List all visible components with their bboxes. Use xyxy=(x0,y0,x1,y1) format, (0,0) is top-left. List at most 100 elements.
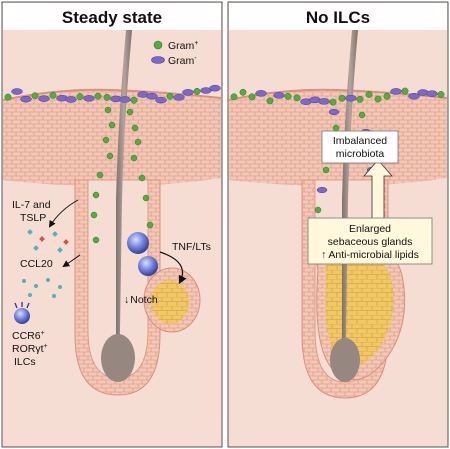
gram-pos-bacterium xyxy=(193,87,201,95)
gram-pos-bacterium xyxy=(322,166,330,174)
gram-neg-bacterium xyxy=(146,92,158,100)
gram-neg-bacterium xyxy=(182,89,194,96)
gram-neg-bacterium xyxy=(426,90,438,97)
gram-neg-bacterium xyxy=(345,94,357,102)
label-sebaceous: sebaceous glands xyxy=(328,236,413,248)
gram-pos-bacterium xyxy=(356,95,364,103)
label-tslp: TSLP xyxy=(20,212,46,224)
gram-pos-bacterium xyxy=(102,136,110,144)
gram-pos-bacterium xyxy=(106,152,114,160)
gram-pos-bacterium xyxy=(126,108,134,116)
label-ccl20: CCL20 xyxy=(20,258,53,270)
panel-right-title: No ILCs xyxy=(306,8,370,27)
gram-pos-bacterium xyxy=(131,124,139,132)
epidermis-left xyxy=(3,89,221,186)
gram-neg-bacterium xyxy=(408,92,420,100)
ilc-follicle-2 xyxy=(138,256,158,276)
gram-neg-bacterium xyxy=(173,94,185,101)
gram-neg-bacterium xyxy=(11,88,23,95)
gram-pos-bacterium xyxy=(314,206,322,214)
gram-neg-bacterium xyxy=(20,95,32,103)
gram-neg-bacterium xyxy=(209,84,221,92)
ilc-follicle-1 xyxy=(127,232,149,254)
gram-pos-bacterium xyxy=(239,88,247,96)
bacteria-left xyxy=(4,84,221,244)
gram-pos-bacterium xyxy=(293,94,301,102)
gram-pos-bacterium xyxy=(138,174,146,182)
legend: Gram+ Gram- xyxy=(151,40,198,67)
gram-pos-bacterium xyxy=(90,211,98,219)
gram-pos-bacterium xyxy=(284,92,292,100)
gram-pos-bacterium xyxy=(383,92,391,100)
ilc-receptor-left xyxy=(14,302,30,309)
gram-pos-bacterium xyxy=(92,191,100,199)
panel-left-header xyxy=(3,3,221,30)
gram-pos-bacterium xyxy=(31,92,39,100)
label-rorgt: RORγt+ xyxy=(12,343,48,355)
gram-neg-bacterium xyxy=(318,98,330,105)
gram-pos-bacterium xyxy=(248,93,256,101)
label-imbalanced: Imbalanced xyxy=(333,135,387,147)
gram-neg-bacterium xyxy=(328,108,340,116)
gram-pos-bacterium xyxy=(92,236,100,244)
label-notch: ↓Notch xyxy=(124,294,158,306)
gram-pos-bacterium xyxy=(437,91,445,98)
label-enlarged: Enlarged xyxy=(349,223,391,235)
arrow-ccl20 xyxy=(62,254,81,268)
arrow-up xyxy=(363,159,393,223)
legend-gram-pos: Gram+ xyxy=(168,40,198,52)
gram-neg-bacterium xyxy=(255,90,267,97)
gram-pos-bacterium xyxy=(338,94,346,102)
panel-left: Steady state Gram+ Gram- IL-7 and TSLP xyxy=(1,1,223,448)
gram-neg-bacterium xyxy=(155,96,167,104)
gram-pos-bacterium xyxy=(401,87,409,95)
gram-pos-bacterium xyxy=(166,92,174,100)
gram-neg-bacterium xyxy=(316,186,328,194)
gram-pos-bacterium xyxy=(94,92,102,100)
gram-neg-bacterium xyxy=(83,95,95,102)
gram-neg-bacterium xyxy=(119,96,131,103)
panel-right-header xyxy=(229,3,447,30)
panel-right: No ILCs Imbalanced microbiota Enlarged s… xyxy=(227,1,449,448)
gram-neg-bacterium xyxy=(273,92,285,99)
gram-pos-bacterium xyxy=(49,91,57,99)
gram-pos-bacterium xyxy=(266,97,274,105)
label-tnf: TNF/LTs xyxy=(172,241,211,253)
arrow-il7 xyxy=(48,199,79,228)
gram-pos-bacterium xyxy=(374,95,382,103)
gram-pos-icon xyxy=(153,40,163,50)
gram-pos-bacterium xyxy=(130,96,138,104)
gram-neg-bacterium xyxy=(38,95,50,102)
box-imbalanced xyxy=(321,130,399,164)
label-ccr6: CCR6+ xyxy=(12,330,45,342)
hair-bulb-left xyxy=(101,334,135,382)
gram-neg-bacterium xyxy=(390,88,402,95)
gram-pos-bacterium xyxy=(329,98,337,106)
hair-shaft-right xyxy=(342,30,358,372)
gram-pos-bacterium xyxy=(358,111,366,119)
gram-pos-bacterium xyxy=(104,106,112,114)
sebaceous-gland-left xyxy=(151,280,189,324)
gram-pos-bacterium xyxy=(365,90,373,98)
cytokines-ccl20 xyxy=(22,278,62,298)
gram-pos-bacterium xyxy=(146,221,154,229)
gram-neg-icon xyxy=(151,56,165,64)
gram-pos-bacterium xyxy=(130,154,138,162)
gram-pos-bacterium xyxy=(96,171,104,179)
gram-pos-bacterium xyxy=(108,121,116,129)
panel-left-title: Steady state xyxy=(62,8,162,27)
box-enlarged xyxy=(307,217,433,265)
gram-pos-bacterium xyxy=(134,138,142,146)
gram-pos-bacterium xyxy=(332,124,340,132)
label-il7: IL-7 and xyxy=(12,199,51,211)
label-microbiota: microbiota xyxy=(336,148,385,160)
gram-pos-bacterium xyxy=(4,93,12,101)
hair-bulb-right xyxy=(330,338,360,382)
label-ilcs: ILCs xyxy=(14,356,36,368)
label-antimicrobial: ↑Anti-microbial lipids xyxy=(321,249,419,261)
gram-neg-bacterium xyxy=(65,96,77,103)
gram-pos-bacterium xyxy=(76,93,84,101)
legend-gram-neg: Gram- xyxy=(168,55,197,67)
